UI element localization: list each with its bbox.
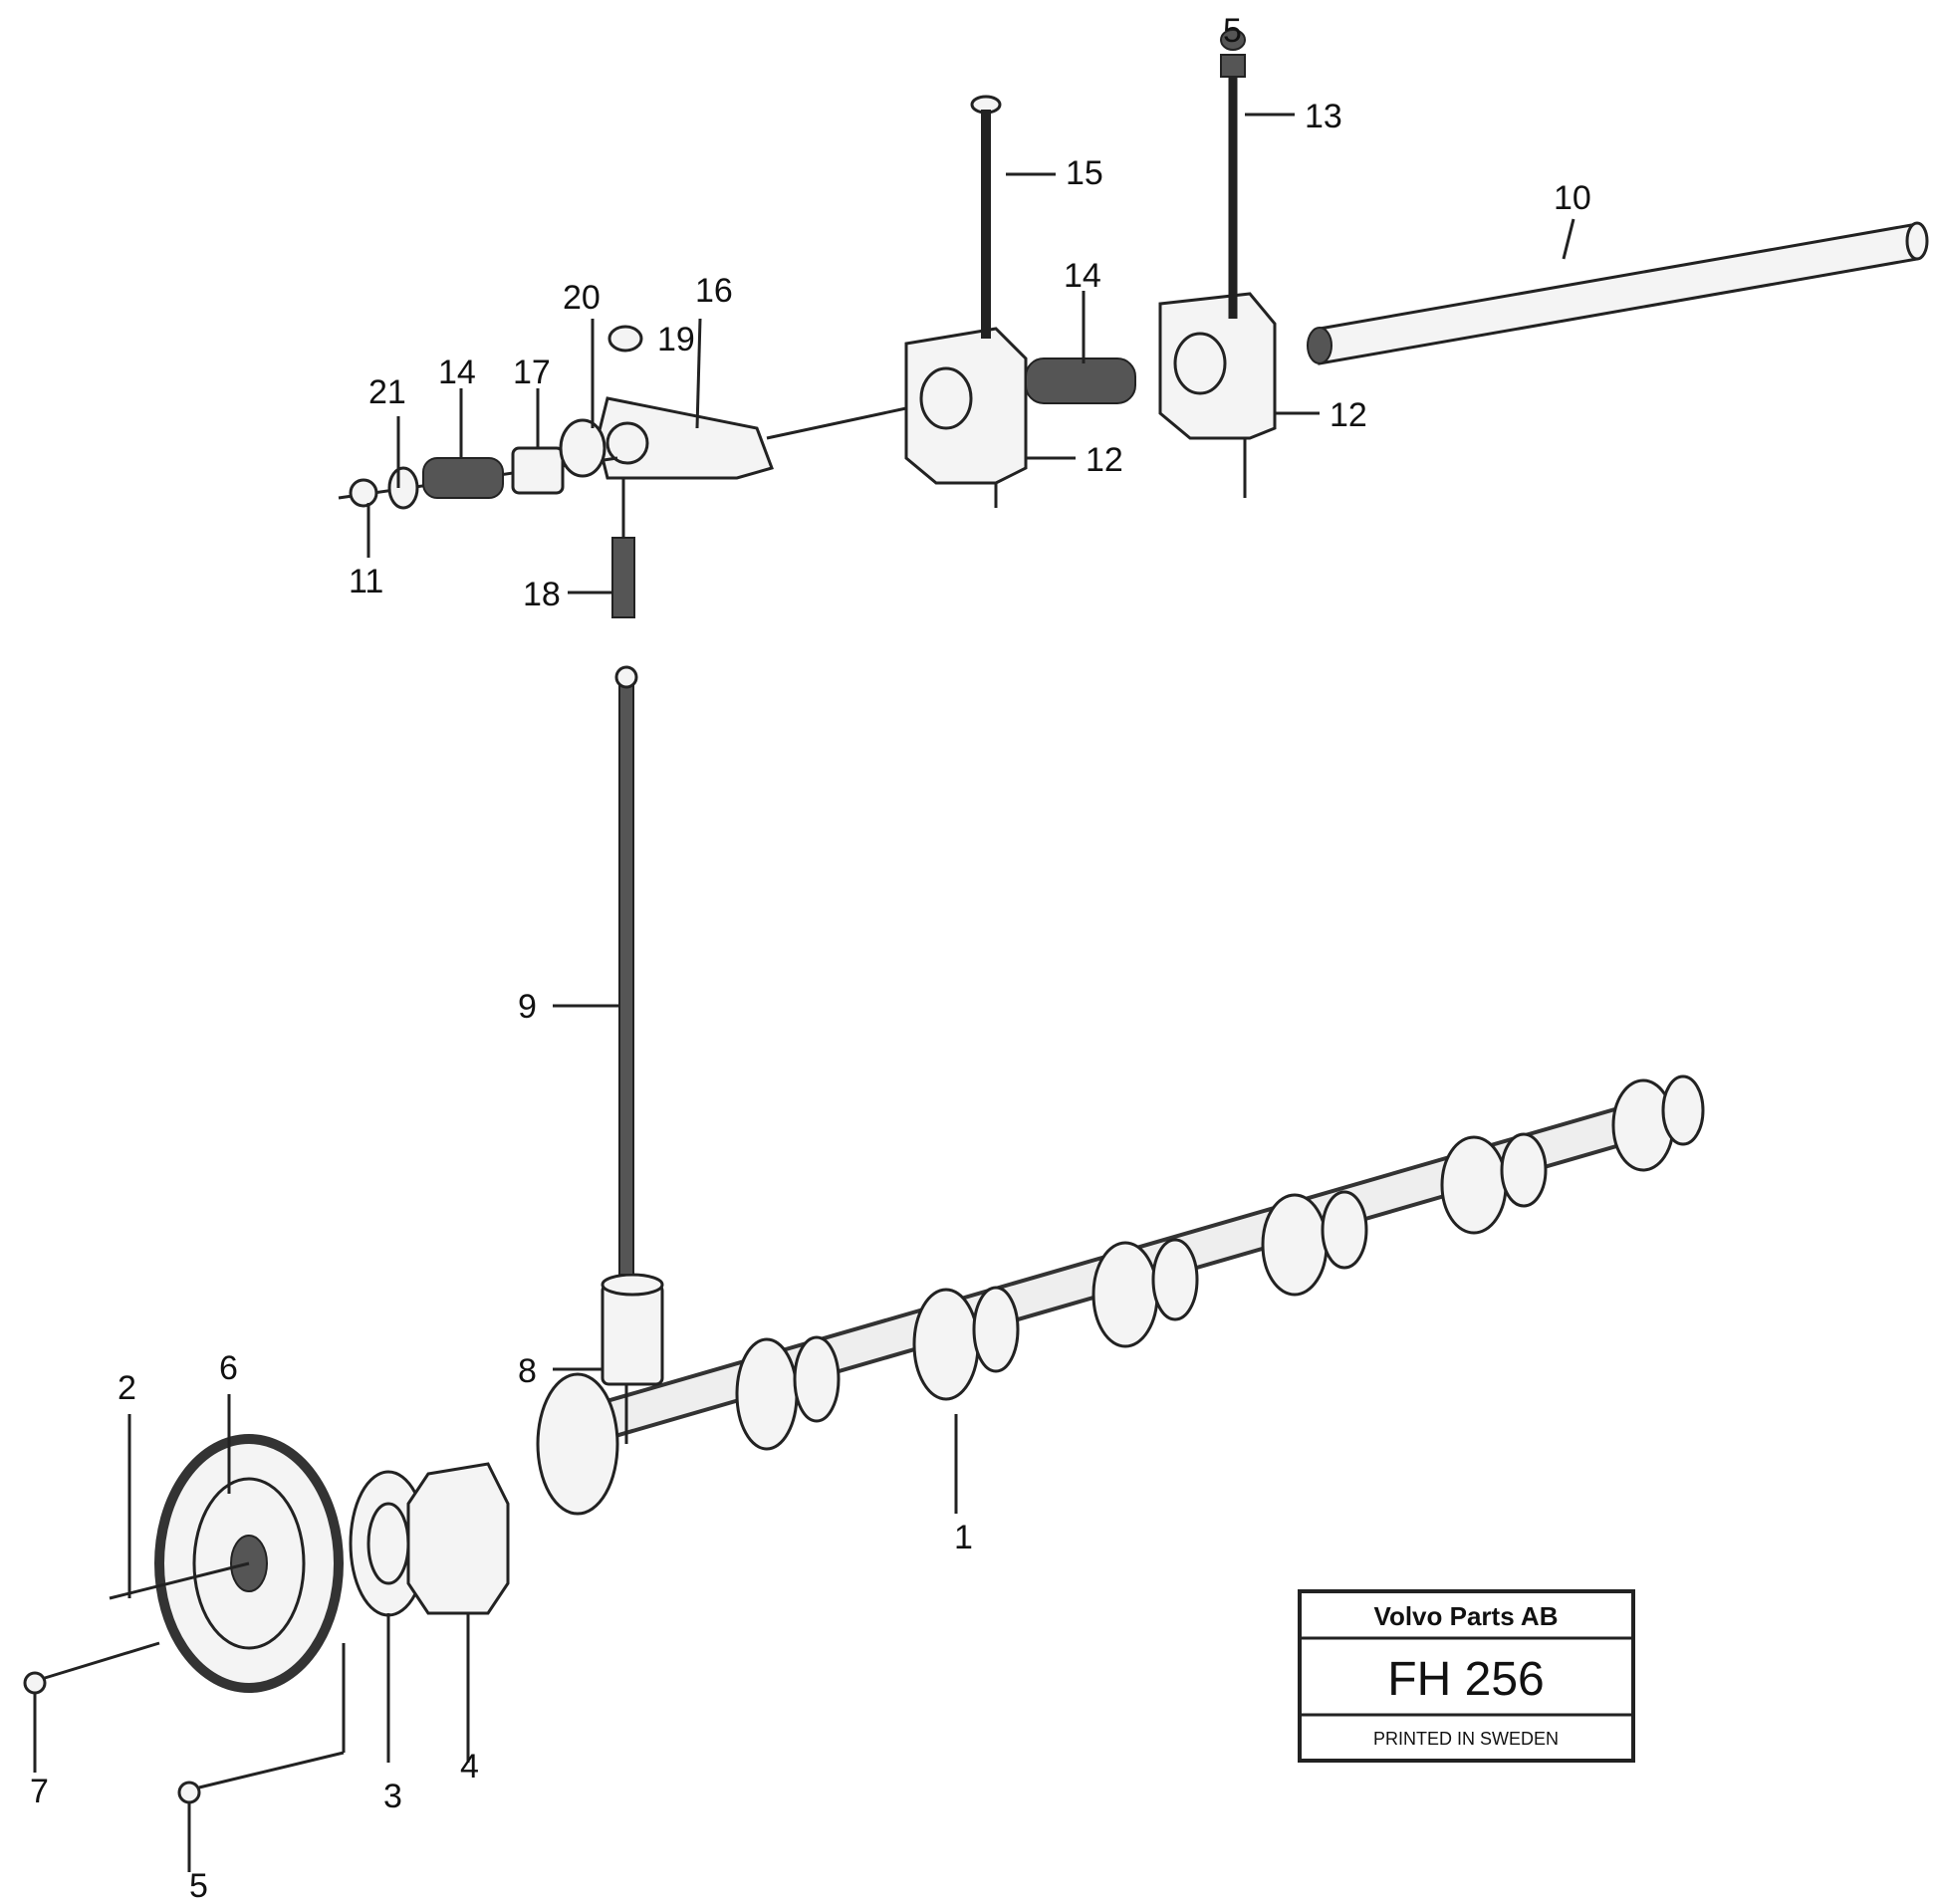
rocker-shaft-left-assembly: [338, 418, 618, 510]
camshaft: [536, 1074, 1705, 1516]
callout-18: 18: [523, 576, 561, 613]
callout-4: 4: [460, 1748, 479, 1785]
title-block-code: FH 256: [1387, 1653, 1544, 1706]
adjusting-screw: [611, 468, 635, 618]
flange-nut: [406, 1462, 510, 1615]
shaft-centerline: [766, 406, 907, 440]
leader-lines: [44, 113, 1575, 1789]
callout-7: 7: [30, 1773, 49, 1810]
callout-14-mid: 14: [1064, 257, 1101, 295]
push-rod: [614, 665, 638, 1444]
callout-20: 20: [563, 279, 601, 317]
callout-5: 5: [189, 1867, 208, 1904]
rocker-spring: [1025, 357, 1136, 404]
callout-5-top: 5: [1223, 12, 1242, 50]
callout-15: 15: [1066, 154, 1103, 192]
callout-10: 10: [1554, 179, 1591, 217]
callout-17: 17: [513, 354, 551, 391]
gear-bolt: [23, 1671, 47, 1773]
callout-11: 11: [349, 563, 383, 600]
callout-6: 6: [219, 1349, 238, 1387]
gear-bolt-washer: [177, 1781, 201, 1872]
callout-1: 1: [954, 1519, 973, 1556]
callout-19: 19: [657, 321, 695, 358]
callout-13: 13: [1305, 98, 1342, 135]
title-block: Volvo Parts AB FH 256 PRINTED IN SWEDEN: [1298, 1589, 1635, 1763]
rocker-bracket-left: [904, 327, 1028, 508]
lock-nut: [607, 325, 643, 353]
rocker-bracket-right: [1158, 292, 1277, 498]
callout-16: 16: [695, 272, 733, 310]
callout-12-left: 12: [1086, 441, 1123, 479]
callout-2: 2: [118, 1369, 136, 1407]
title-block-company: Volvo Parts AB: [1374, 1601, 1559, 1631]
rocker-arm: [596, 396, 774, 480]
bracket-bolt-with-washer: [1220, 29, 1246, 319]
callout-3: 3: [383, 1778, 402, 1815]
rocker-shaft: [1307, 221, 1929, 365]
callout-8: 8: [518, 1352, 537, 1390]
valve-tappet: [601, 1273, 664, 1386]
callout-9: 9: [518, 988, 537, 1026]
callout-21: 21: [368, 373, 406, 411]
callout-12-right: 12: [1330, 396, 1367, 434]
title-block-printed: PRINTED IN SWEDEN: [1373, 1729, 1559, 1749]
callout-14-left: 14: [438, 354, 476, 391]
bracket-bolt: [970, 95, 1002, 339]
